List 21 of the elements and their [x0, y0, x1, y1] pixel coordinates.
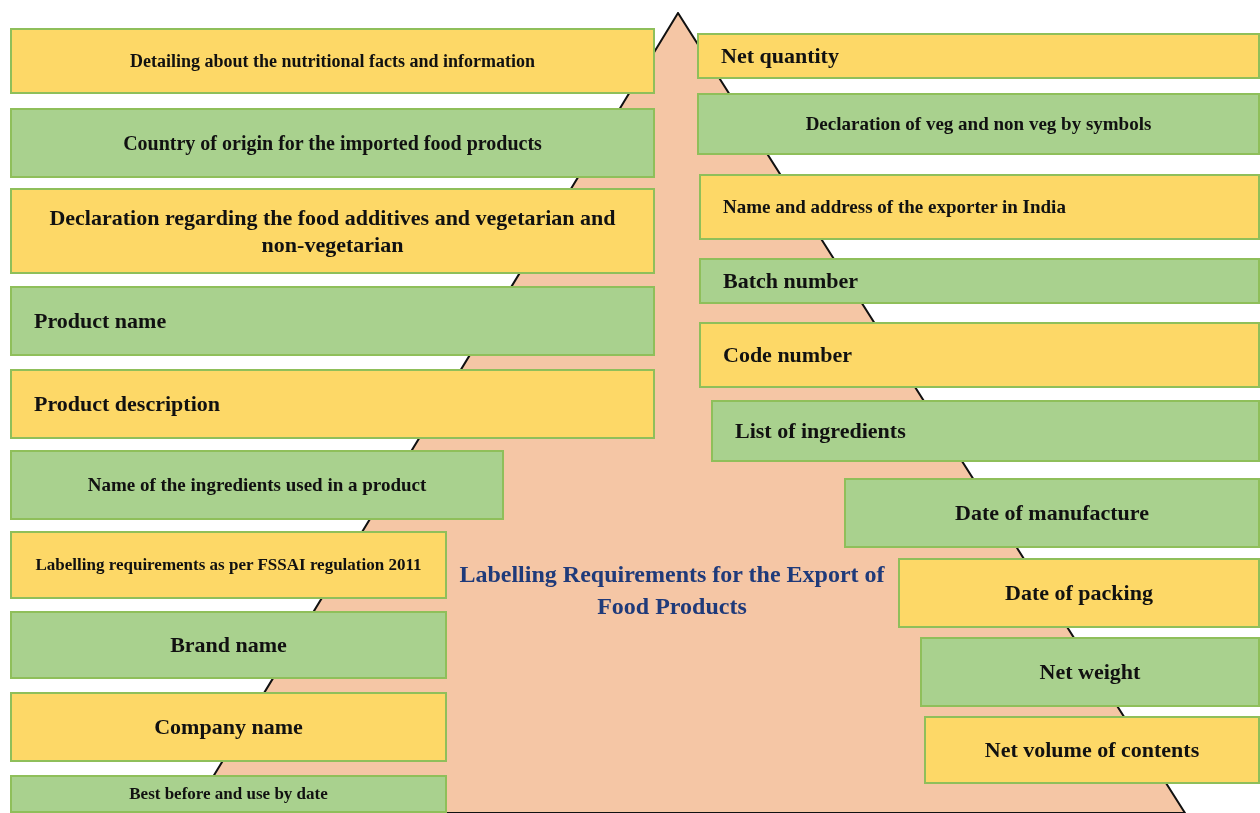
requirement-box: Batch number: [699, 258, 1260, 304]
requirement-box: List of ingredients: [711, 400, 1260, 462]
requirement-box: Best before and use by date: [10, 775, 447, 813]
requirement-box: Labelling requirements as per FSSAI regulation 2011: [10, 531, 447, 599]
requirement-box: Date of manufacture: [844, 478, 1260, 548]
requirement-box: Date of packing: [898, 558, 1260, 628]
requirement-box: Name and address of the exporter in India: [699, 174, 1260, 240]
requirement-box: Declaration of veg and non veg by symbols: [697, 93, 1260, 155]
requirement-box: Net weight: [920, 637, 1260, 707]
requirement-box: Country of origin for the imported food products: [10, 108, 655, 178]
requirement-box: Code number: [699, 322, 1260, 388]
requirement-box: Brand name: [10, 611, 447, 679]
requirement-box: Company name: [10, 692, 447, 762]
requirement-box: Declaration regarding the food additives and vegetarian and non-vegetarian: [10, 188, 655, 274]
requirement-box: Net quantity: [697, 33, 1260, 79]
requirement-box: Product description: [10, 369, 655, 439]
requirement-box: Detailing about the nutritional facts and information: [10, 28, 655, 94]
requirement-box: Product name: [10, 286, 655, 356]
pyramid-title: Labelling Requirements for the Export of Food Products: [458, 560, 886, 622]
requirement-box: Name of the ingredients used in a product: [10, 450, 504, 520]
requirement-box: Net volume of contents: [924, 716, 1260, 784]
